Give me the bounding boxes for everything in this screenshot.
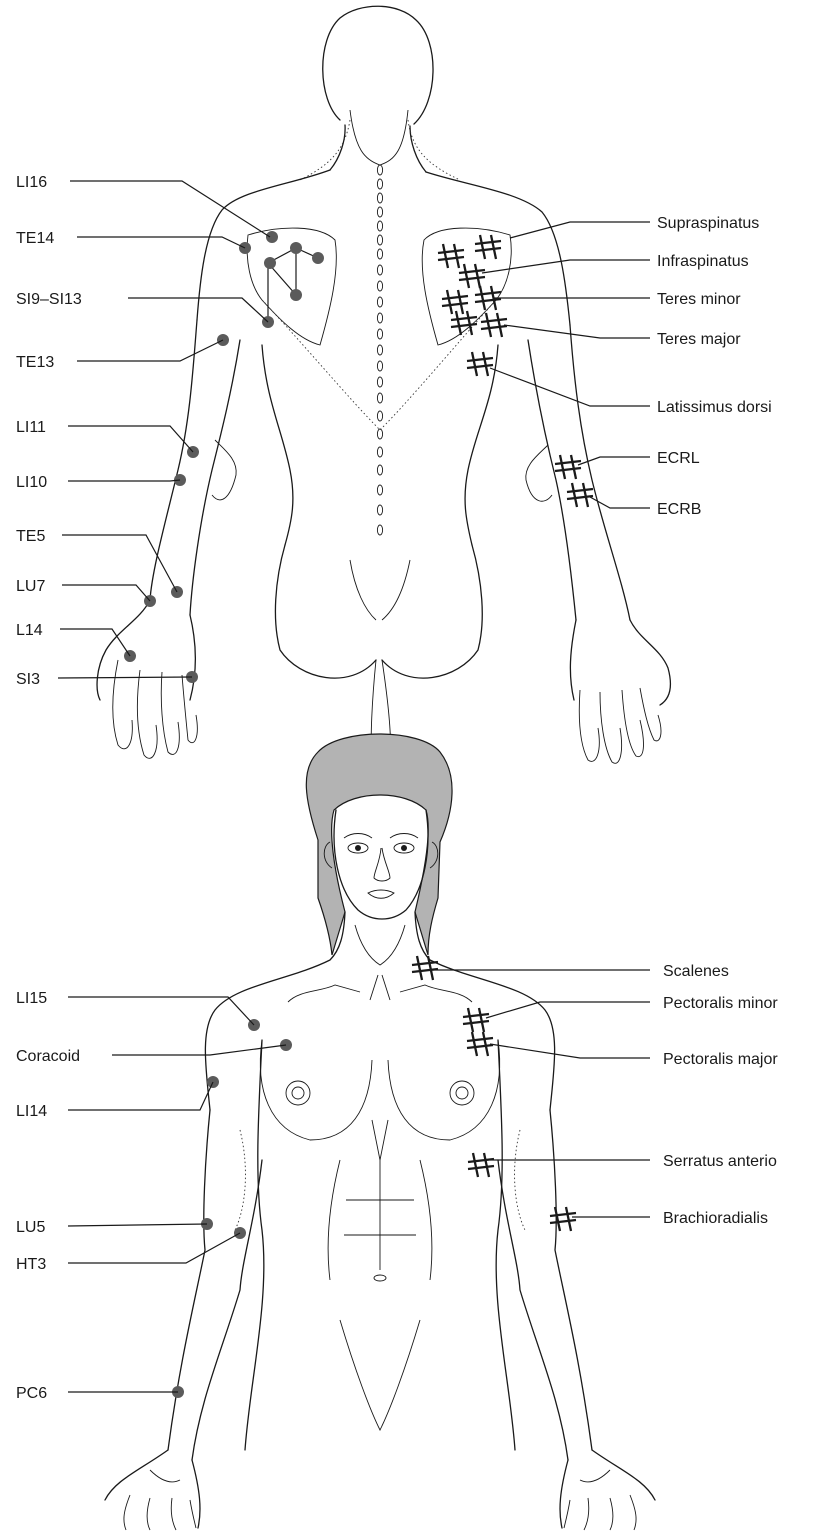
hair — [306, 734, 452, 955]
label-TE5: TE5 — [16, 528, 45, 545]
acupoint-SI12 — [290, 289, 302, 301]
label-LU7: LU7 — [16, 578, 45, 595]
label-LU5: LU5 — [16, 1219, 45, 1236]
label-LI10: LI10 — [16, 474, 47, 491]
trigger-teres-minor-1 — [442, 290, 468, 314]
trigger-serratus-anterior — [468, 1153, 494, 1177]
trigger-teres-major-2 — [481, 313, 507, 337]
label-scalenes: Scalenes — [663, 963, 729, 980]
label-ecrl: ECRL — [657, 450, 700, 467]
label-coracoid: Coracoid — [16, 1048, 80, 1065]
label-teres-major: Teres major — [657, 331, 741, 348]
posterior-body-figure — [97, 6, 670, 763]
trigger-pectoralis-minor — [463, 1008, 489, 1032]
label-teres-minor: Teres minor — [657, 291, 741, 308]
trigger-pectoralis-major — [467, 1032, 493, 1056]
trigger-latissimus-dorsi — [467, 352, 493, 376]
label-latissimus-dorsi: Latissimus dorsi — [657, 399, 772, 416]
label-pectoralis-minor: Pectoralis minor — [663, 995, 778, 1012]
label-PC6: PC6 — [16, 1385, 47, 1402]
trigger-infraspinatus — [459, 264, 485, 288]
label-HT3: HT3 — [16, 1256, 46, 1273]
trigger-ecrl — [555, 455, 581, 479]
acupoint-SI10 — [290, 242, 302, 254]
label-LI11: LI11 — [16, 419, 46, 436]
label-infraspinatus: Infraspinatus — [657, 253, 749, 270]
label-LI16: LI16 — [16, 174, 47, 191]
posterior-muscle-labels: Supraspinatus Infraspinatus Teres minor … — [482, 215, 772, 518]
spine-vertebrae — [377, 165, 382, 535]
acupoint-LI16 — [266, 231, 278, 243]
trigger-supraspinatus-2 — [475, 235, 501, 259]
acupoint-SI11 — [312, 252, 324, 264]
trigger-brachioradialis — [550, 1207, 576, 1231]
label-SI3: SI3 — [16, 671, 40, 688]
label-L14: L14 — [16, 622, 43, 639]
label-SI9-SI13: SI9–SI13 — [16, 291, 82, 308]
trigger-ecrb — [567, 483, 593, 507]
label-serratus-anterior: Serratus anterio — [663, 1153, 777, 1170]
anterior-muscle-labels: Scalenes Pectoralis minor Pectoralis maj… — [432, 963, 778, 1227]
label-ecrb: ECRB — [657, 501, 701, 518]
anterior-body-figure — [105, 734, 655, 1530]
posterior-trigger-points — [438, 235, 593, 507]
label-LI14: LI14 — [16, 1103, 47, 1120]
posterior-acupoints — [124, 231, 324, 683]
label-brachioradialis: Brachioradialis — [663, 1210, 768, 1227]
label-TE13: TE13 — [16, 354, 54, 371]
trigger-scalenes — [412, 956, 438, 980]
label-LI15: LI15 — [16, 990, 47, 1007]
anterior-acupoints — [172, 1019, 292, 1398]
label-pectoralis-major: Pectoralis major — [663, 1051, 778, 1068]
acupoint-SI9 — [264, 257, 276, 269]
anterior-point-labels: LI15 Coracoid LI14 LU5 HT3 PC6 — [16, 990, 286, 1402]
label-supraspinatus: Supraspinatus — [657, 215, 759, 232]
label-TE14: TE14 — [16, 230, 54, 247]
trigger-supraspinatus-1 — [438, 244, 464, 268]
